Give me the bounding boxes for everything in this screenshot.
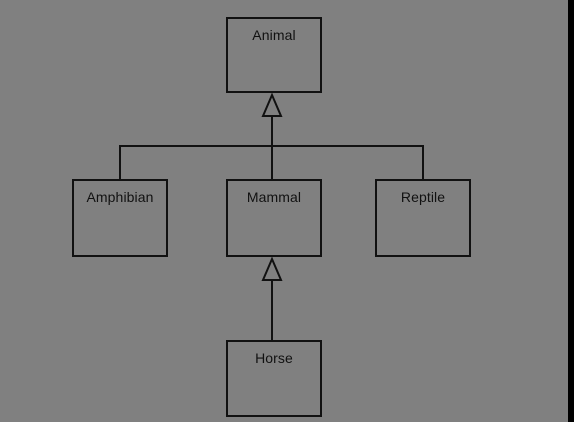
reptile-class-box: Reptile — [375, 179, 471, 257]
horse-class-box: Horse — [226, 340, 322, 417]
mammal-class-label: Mammal — [246, 189, 302, 205]
right-edge-strip — [568, 0, 574, 422]
inheritance-branch-line — [119, 145, 424, 179]
horse-class-label: Horse — [255, 350, 293, 366]
animal-class-box: Animal — [226, 17, 322, 93]
mammal-generalization-arrowhead — [261, 256, 283, 281]
amphibian-class-box: Amphibian — [72, 179, 168, 257]
animal-class-label: Animal — [252, 27, 296, 43]
mammal-class-box: Mammal — [226, 179, 322, 257]
animal-generalization-arrowhead — [261, 92, 283, 117]
reptile-class-label: Reptile — [400, 189, 446, 205]
amphibian-class-label: Amphibian — [86, 189, 154, 205]
